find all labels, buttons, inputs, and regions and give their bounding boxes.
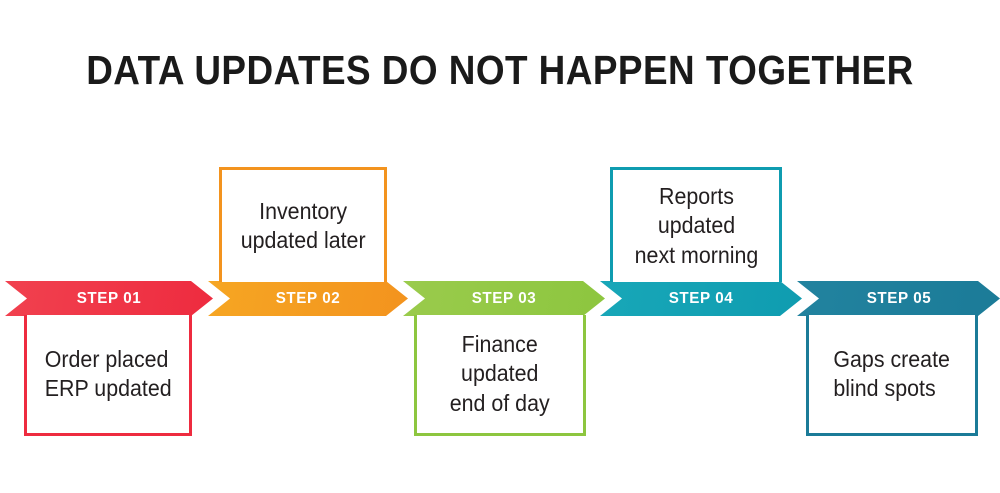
step-text-box-4: Reports updated next morning: [610, 167, 782, 282]
step-chevron-label-3: STEP 03: [471, 289, 537, 307]
step-text-4: Reports updated next morning: [634, 182, 758, 268]
step-text-3: Finance updated end of day: [450, 330, 550, 416]
step-chevron-label-4: STEP 04: [668, 289, 734, 307]
step-text-2: Inventory updated later: [240, 197, 366, 253]
step-text-box-1: Order placed ERP updated: [24, 315, 192, 436]
step-text-box-5: Gaps create blind spots: [806, 315, 978, 436]
step-chevron-label-5: STEP 05: [866, 289, 931, 307]
step-text-box-2: Inventory updated later: [219, 167, 387, 282]
step-chevron-3[interactable]: STEP 03: [403, 281, 605, 316]
step-chevron-label-2: STEP 02: [275, 289, 341, 307]
page-title: DATA UPDATES DO NOT HAPPEN TOGETHER: [86, 47, 914, 93]
step-chevron-5[interactable]: STEP 05: [797, 281, 1000, 316]
step-text-box-3: Finance updated end of day: [414, 315, 586, 436]
step-chevron-4[interactable]: STEP 04: [600, 281, 802, 316]
step-chevron-band: STEP 01 STEP 02 STEP 03 STEP 04 STEP 05: [0, 281, 1000, 316]
step-text-5: Gaps create blind spots: [833, 345, 951, 401]
step-chevron-2[interactable]: STEP 02: [208, 281, 408, 316]
step-chevron-label-1: STEP 01: [76, 289, 142, 307]
step-text-1: Order placed ERP updated: [44, 345, 172, 401]
step-chevron-1[interactable]: STEP 01: [5, 281, 213, 316]
